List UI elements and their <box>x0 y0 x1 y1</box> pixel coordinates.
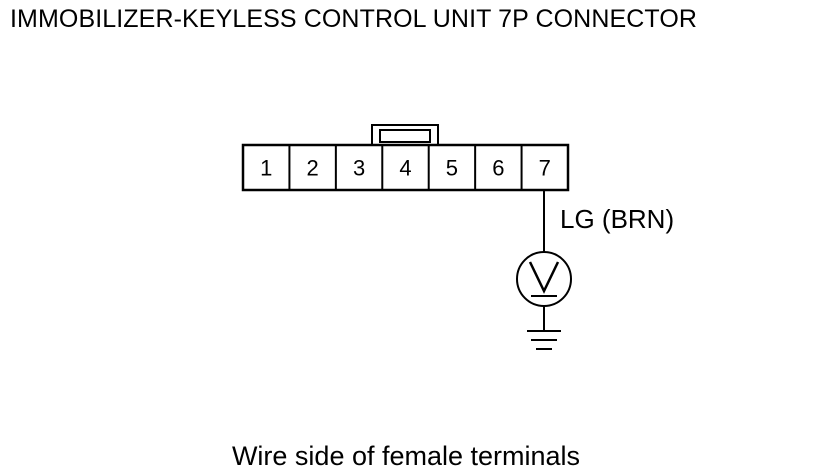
terminal-2: 2 <box>288 145 319 190</box>
connector-lock-tab <box>371 124 439 146</box>
wire-label: LG (BRN) <box>560 204 674 234</box>
connector-body: 1 2 3 4 5 6 7 <box>241 143 570 192</box>
terminal-number: 2 <box>307 156 319 181</box>
terminal-number: 4 <box>399 156 411 181</box>
terminal-6: 6 <box>474 145 504 190</box>
terminal-number: 3 <box>353 156 365 181</box>
terminal-3: 3 <box>334 145 365 190</box>
terminal-5: 5 <box>427 145 458 190</box>
voltmeter-icon <box>516 251 572 307</box>
diagram-caption: Wire side of female terminals <box>231 441 581 471</box>
terminal-number: 1 <box>260 156 272 181</box>
terminal-number: 7 <box>539 156 551 181</box>
terminal-number: 6 <box>492 156 504 181</box>
terminal-4: 4 <box>381 145 412 190</box>
terminal-number: 5 <box>446 156 458 181</box>
terminal-7: 7 <box>520 145 551 190</box>
ground-icon <box>527 330 561 350</box>
terminal-1: 1 <box>260 156 272 181</box>
diagram-title: IMMOBILIZER-KEYLESS CONTROL UNIT 7P CONN… <box>10 5 698 33</box>
